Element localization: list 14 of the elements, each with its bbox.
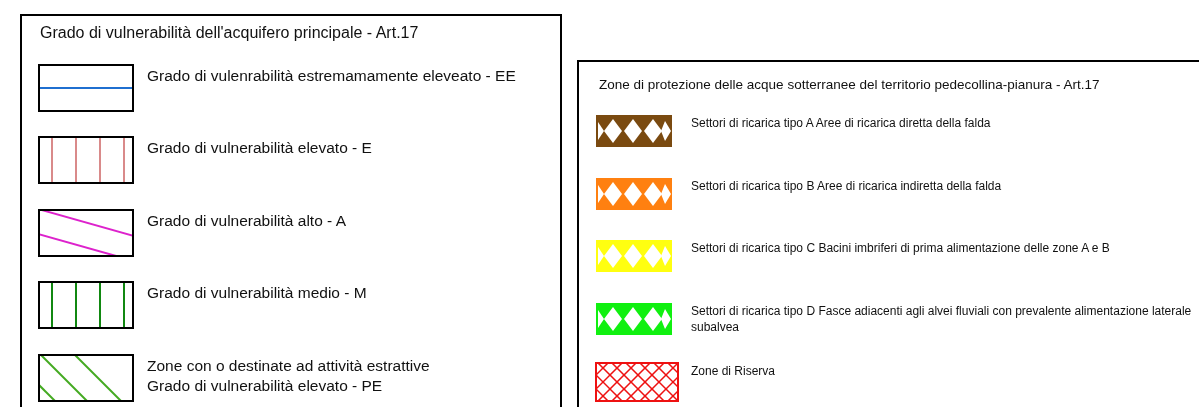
legend-text: Grado di vulnerabilità medio - M	[147, 283, 368, 303]
legend-heading: Grado di vulnerabilità dell'acquifero principale - Art.17	[40, 24, 419, 42]
legend-text: Grado di vulenrabilità estremamamente eleveato - EE	[147, 66, 517, 86]
legend-text: Zone di Riserva	[691, 364, 777, 380]
legend-text: Grado di vulnerabilità alto - A	[147, 211, 348, 231]
legend-text: Grado di vulnerabilità elevato - E	[147, 138, 373, 158]
legend-heading: Zone di protezione delle acque sotterranee del territorio pedecollina-pianura - Art.17	[599, 77, 1100, 92]
legend-text: Settori di ricarica tipo A Aree di ricarica diretta della falda	[691, 116, 992, 132]
legend-text: Zone con o destinate ad attività estrattive Grado di vulnerabilità elevato - PE	[147, 356, 431, 397]
legend-text: Settori di ricarica tipo B Aree di ricarica indiretta della falda	[691, 179, 1003, 195]
legend-panel	[20, 14, 562, 407]
legend-panel	[577, 60, 1199, 407]
legend-text: Settori di ricarica tipo C Bacini imbriferi di prima alimentazione delle zone A e B	[691, 241, 1111, 257]
legend-text: Settori di ricarica tipo D Fasce adiacenti agli alvei fluviali con prevalente alimentazione laterale subalvea	[691, 304, 1193, 336]
